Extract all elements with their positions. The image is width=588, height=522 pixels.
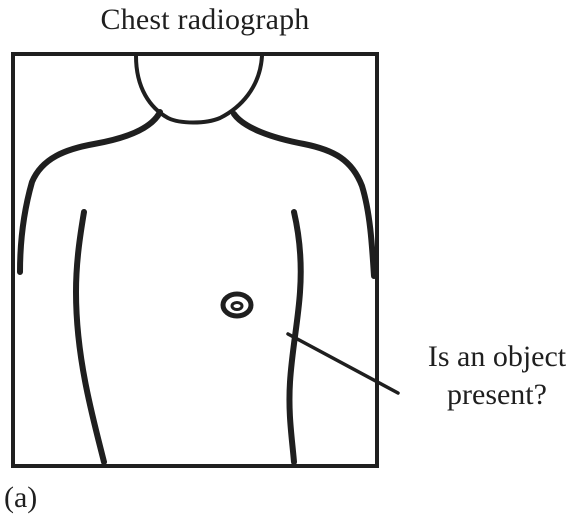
callout-question: Is an object present? [406, 338, 588, 414]
right-shoulder-outline [234, 114, 374, 276]
foreign-object-marker [223, 294, 251, 316]
panel-label: (a) [4, 480, 37, 516]
radiograph-frame [13, 54, 377, 466]
foreign-object-core [232, 303, 242, 310]
callout-line-1: Is an object [406, 338, 588, 376]
callout-leader-line [288, 334, 398, 393]
left-torso-outline [76, 212, 104, 462]
left-shoulder-outline [20, 112, 160, 272]
neck-outline [136, 56, 262, 123]
callout-line-2: present? [406, 376, 588, 414]
